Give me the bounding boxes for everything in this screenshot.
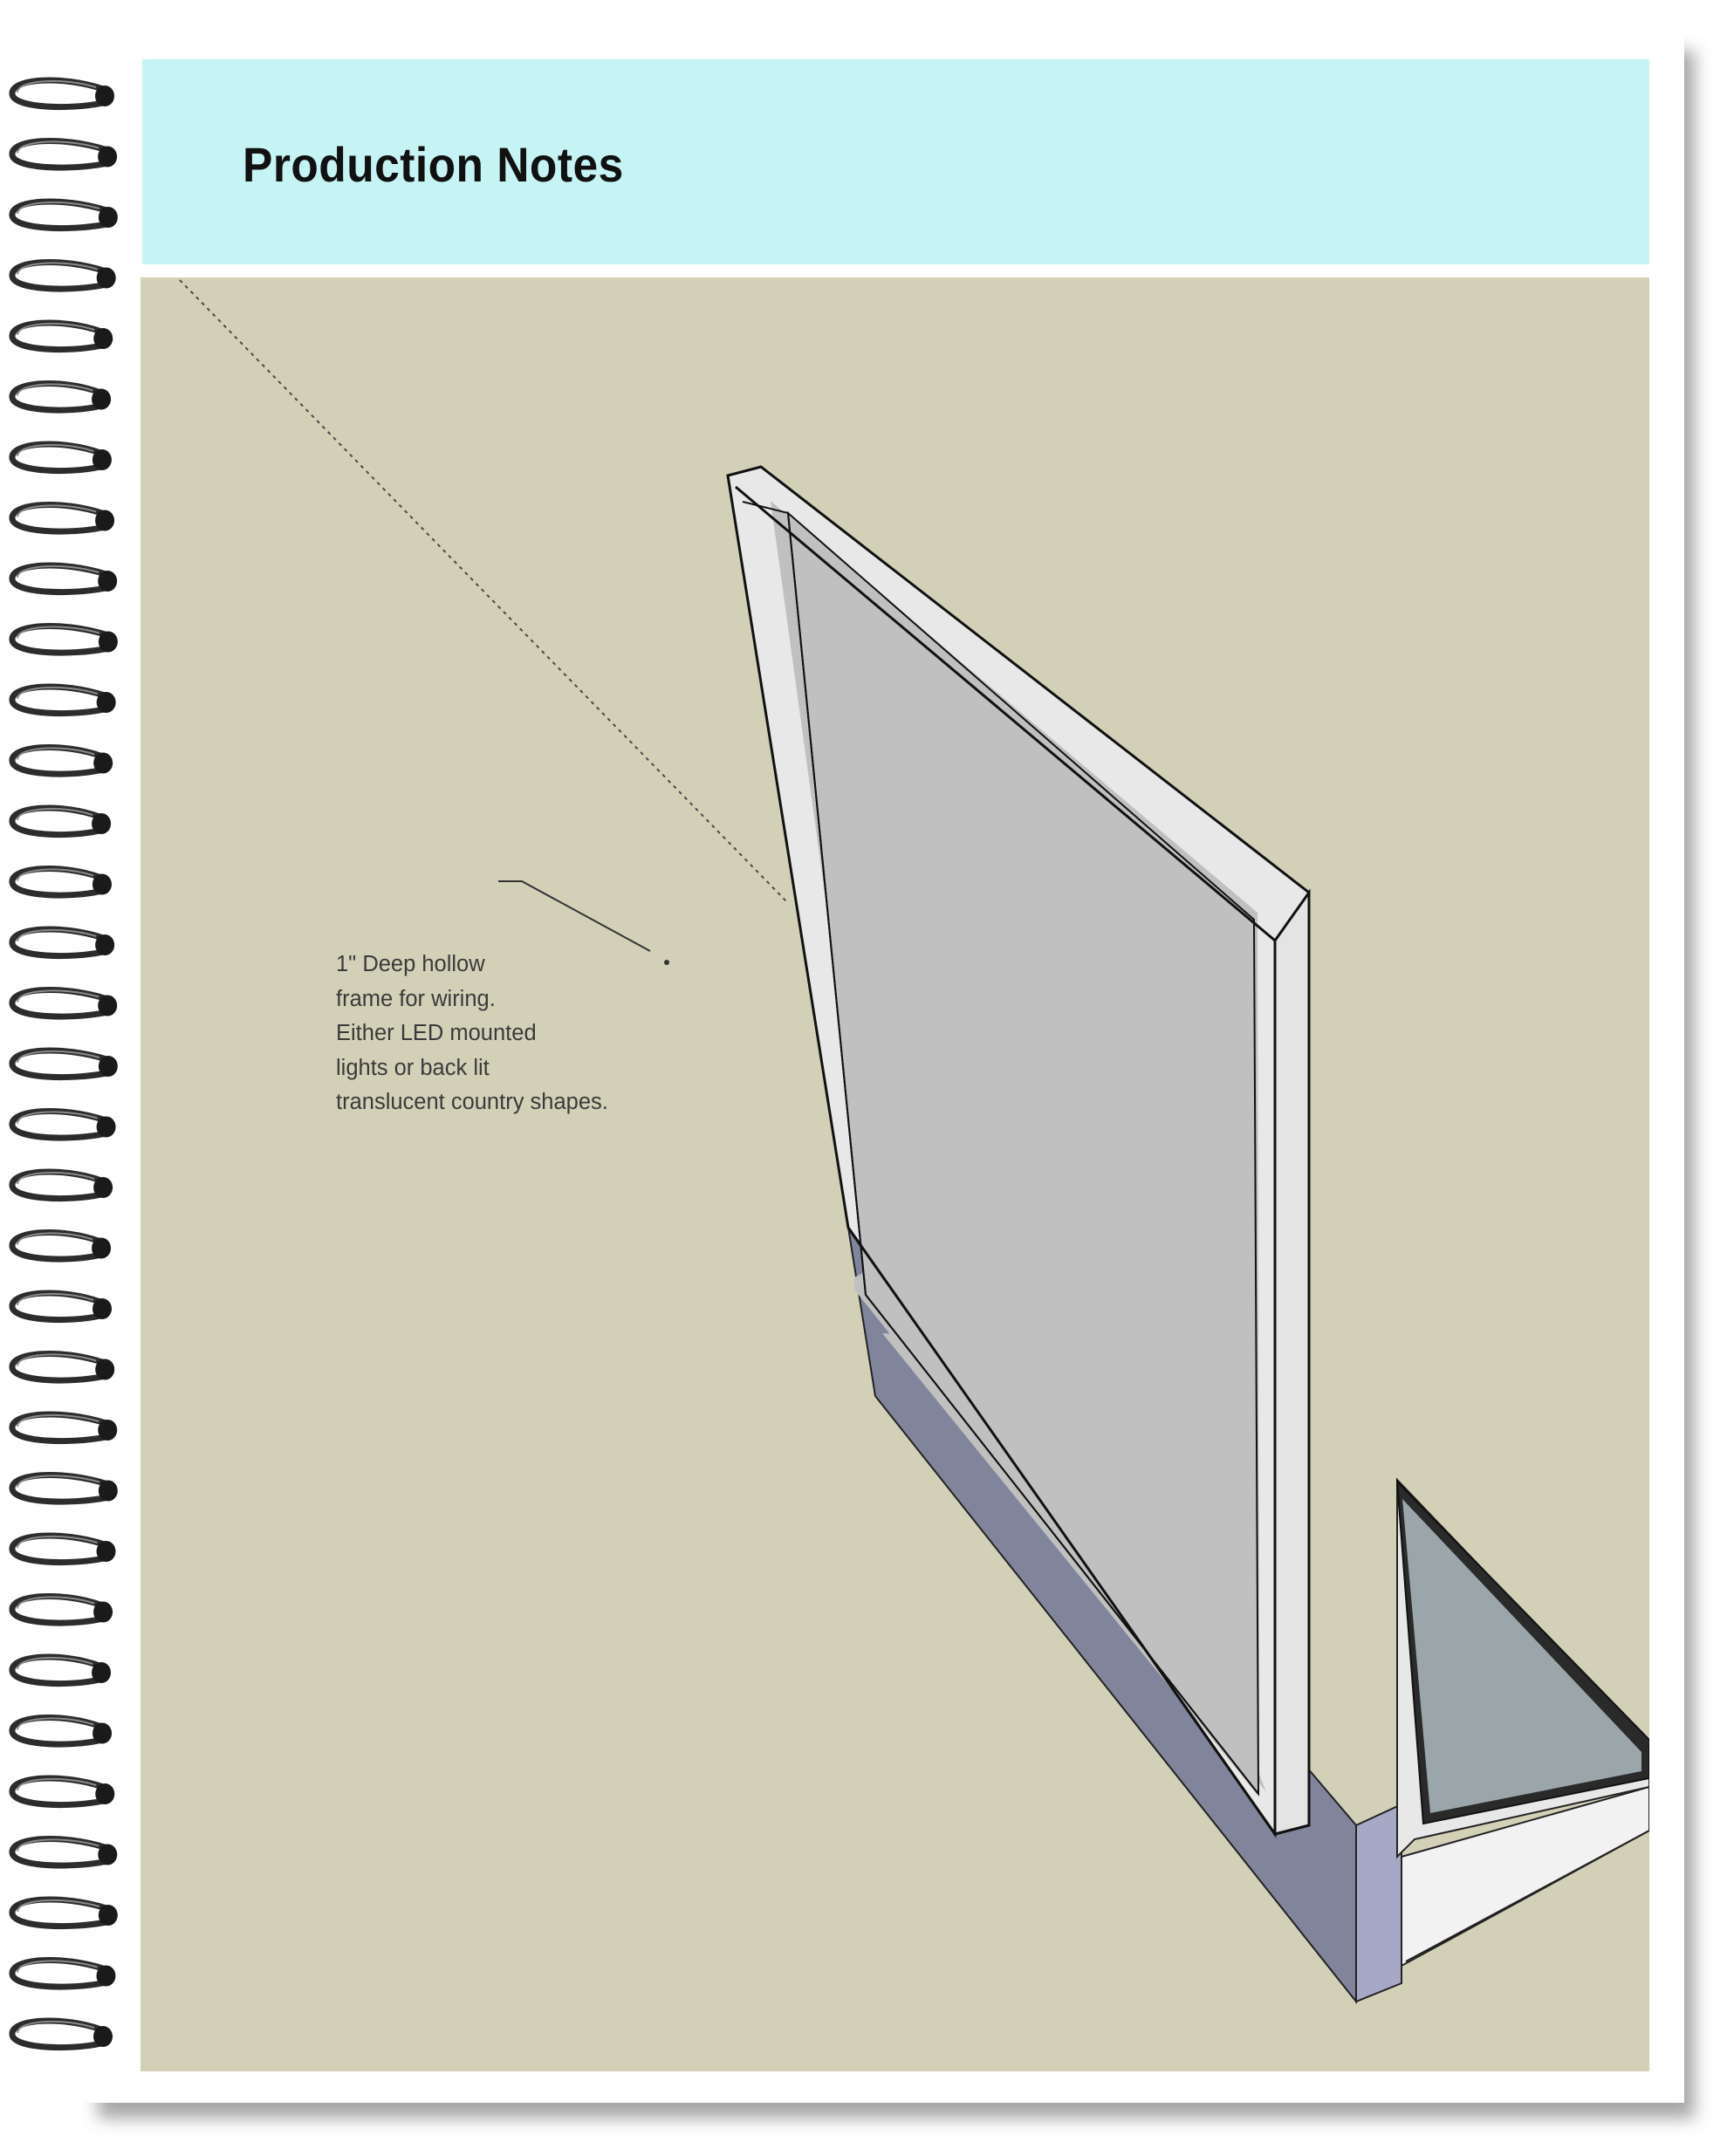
spiral-coil-highlight [17, 1475, 100, 1488]
tray-floor-edge [1405, 1830, 1649, 1962]
spiral-hole [96, 267, 116, 289]
spiral-coil-highlight [17, 1353, 97, 1366]
spiral-hole [95, 1783, 115, 1804]
spiral-hole [98, 207, 118, 228]
spiral-coil-highlight [17, 989, 99, 1003]
spiral-coil-highlight [17, 504, 97, 517]
spiral-binding-icon [9, 77, 118, 2051]
spiral-coil-highlight [17, 1232, 93, 1245]
spiral-coil-highlight [17, 383, 93, 396]
header-band: Production Notes [142, 59, 1649, 264]
spiral-coil-highlight [17, 262, 98, 275]
spiral-coil-highlight [17, 1171, 95, 1185]
display-stand-sketch [179, 279, 1649, 2004]
spiral-hole [92, 873, 112, 895]
spiral-coil-highlight [17, 140, 99, 154]
annotation-line: frame for wiring. [336, 986, 496, 1011]
spiral-coil-highlight [17, 443, 94, 457]
spiral-coil-highlight [17, 807, 93, 821]
spiral-hole [92, 1237, 112, 1259]
spiral-hole [93, 328, 113, 349]
spiral-hole [95, 934, 115, 955]
spiral-hole [92, 1298, 112, 1319]
spiral-hole [98, 1056, 118, 1077]
spiral-hole [96, 1965, 116, 1987]
spiral-hole [92, 1662, 112, 1683]
spiral-hole [98, 1480, 118, 1502]
dotted-guide-line [179, 279, 789, 904]
frame-inner-lip [742, 501, 1259, 1795]
spiral-hole [93, 1722, 113, 1744]
spiral-coil-highlight [17, 322, 95, 336]
spiral-coil-highlight [17, 1838, 99, 1851]
spiral-hole [93, 752, 113, 774]
spiral-coil-highlight [17, 1717, 94, 1730]
spiral-hole [95, 510, 115, 531]
spiral-coil-highlight [17, 565, 99, 578]
frame-side-face [1273, 888, 1311, 1836]
sketch-drawing-panel: 1" Deep hollow frame for wiring. Either … [140, 277, 1649, 2071]
base-end-face [1355, 1803, 1402, 2003]
tray-screen-glass [1402, 1499, 1641, 1813]
annotation-note: 1" Deep hollow frame for wiring. Either … [336, 948, 608, 1120]
spiral-coil-highlight [17, 626, 100, 639]
spiral-coil-highlight [17, 1535, 98, 1549]
spiral-hole [93, 1601, 113, 1623]
spiral-coil-highlight [17, 1413, 99, 1427]
tray-floor [1401, 1785, 1649, 1968]
spiral-hole [95, 86, 114, 106]
spiral-coil-highlight [17, 1050, 100, 1064]
spiral-hole [93, 2026, 113, 2047]
spiral-coil-highlight [17, 1656, 93, 1670]
spiral-coil-highlight [17, 1292, 94, 1306]
spiral-hole [92, 388, 112, 410]
spiral-hole [95, 1359, 115, 1380]
spiral-hole [98, 1844, 118, 1865]
spiral-coil-highlight [17, 1777, 97, 1791]
frame-inner-border [735, 485, 1277, 1838]
annotation-leader-line [498, 880, 651, 952]
spiral-coil-highlight [17, 868, 94, 881]
spiral-hole [98, 1905, 118, 1926]
spiral-hole [96, 692, 116, 713]
spiral-hole [98, 146, 118, 168]
spiral-hole [92, 449, 112, 470]
spiral-hole [98, 571, 118, 592]
spiral-coil-highlight [17, 686, 98, 700]
spiral-coil-highlight [17, 2020, 95, 2034]
spiral-coil-highlight [17, 201, 100, 215]
page-title: Production Notes [243, 137, 624, 192]
spiral-hole [98, 1420, 118, 1441]
spiral-hole [96, 1116, 116, 1138]
spiral-coil-highlight [17, 1960, 98, 1973]
spiral-coil-highlight [17, 747, 95, 760]
spiral-hole [98, 995, 118, 1016]
annotation-anchor [664, 960, 669, 965]
spiral-hole [98, 631, 118, 653]
spiral-hole [93, 1177, 113, 1198]
annotation-line: translucent country shapes. [336, 1090, 608, 1114]
spiral-hole [96, 1541, 116, 1562]
spiral-coil-highlight [17, 1899, 100, 1913]
annotation-line: Either LED mounted [336, 1021, 537, 1045]
spiral-coil-highlight [17, 79, 97, 93]
spiral-coil-highlight [17, 1596, 95, 1609]
spiral-hole [92, 813, 112, 834]
spiral-coil-highlight [17, 1111, 98, 1124]
spiral-coil-highlight [17, 928, 97, 942]
annotation-line: lights or back lit [336, 1055, 490, 1080]
annotation-line: 1" Deep hollow [336, 952, 485, 976]
